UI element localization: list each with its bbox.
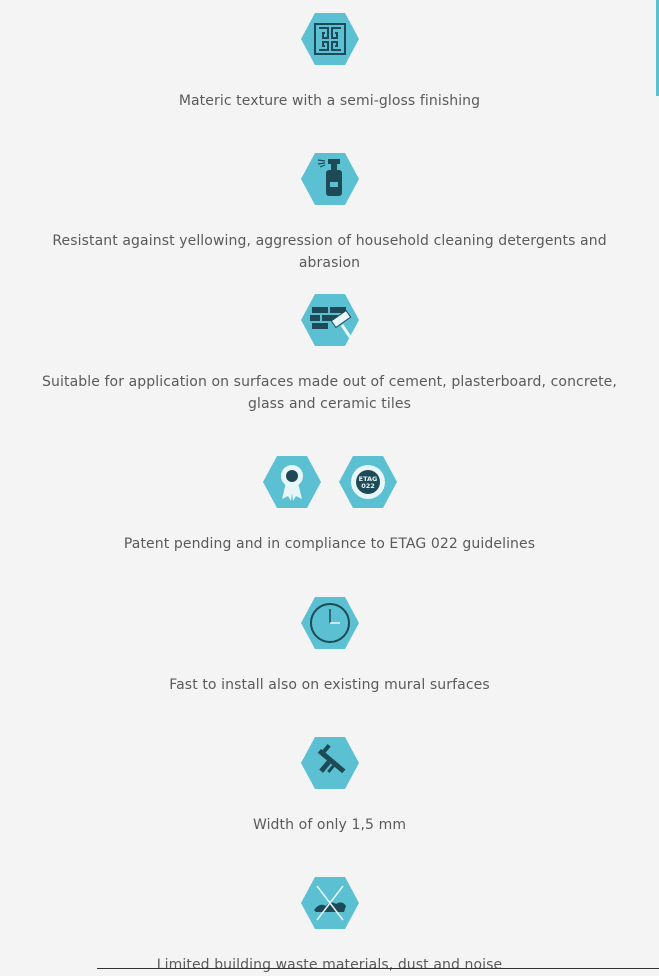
bottom-divider <box>97 968 659 969</box>
feature-caption: Patent pending and in compliance to ETAG… <box>123 536 536 552</box>
feature-caption: Fast to install also on existing mural s… <box>169 677 490 693</box>
etag-seal-icon: ETAG 022 <box>338 456 397 508</box>
scrollbar-thumb[interactable] <box>656 0 659 96</box>
clock-icon <box>300 597 359 649</box>
no-waste-icon <box>300 877 359 929</box>
feature-item-texture: Materic texture with a semi-gloss finish… <box>0 12 659 112</box>
feature-item-resistant: Resistant against yellowing, aggression … <box>0 152 659 274</box>
seal-text-etag: ETAG <box>358 475 377 483</box>
feature-caption: Materic texture with a semi-gloss finish… <box>178 93 481 109</box>
seal-text-number: 022 <box>361 482 375 490</box>
spray-bottle-icon <box>300 153 359 205</box>
feature-caption: Limited building waste materials, dust a… <box>156 957 503 973</box>
feature-caption: Suitable for application on surfaces mad… <box>42 374 617 412</box>
feature-item-install: Fast to install also on existing mural s… <box>0 596 659 696</box>
caliper-icon <box>300 737 359 789</box>
feature-item-surfaces: Suitable for application on surfaces mad… <box>0 293 659 415</box>
award-ribbon-icon <box>262 456 321 508</box>
feature-item-etag: ETAG 022 Patent pending and in complianc… <box>0 455 659 555</box>
greek-key-pattern-icon <box>300 13 359 65</box>
feature-caption: Width of only 1,5 mm <box>252 817 407 833</box>
feature-item-waste: Limited building waste materials, dust a… <box>0 876 659 976</box>
bricks-and-roller-icon <box>300 294 359 346</box>
feature-item-width: Width of only 1,5 mm <box>0 736 659 836</box>
feature-caption: Resistant against yellowing, aggression … <box>52 233 607 271</box>
